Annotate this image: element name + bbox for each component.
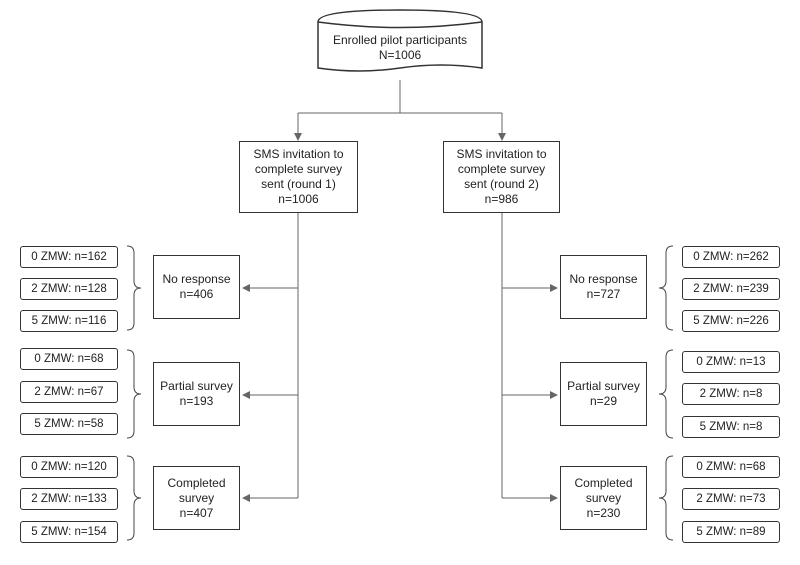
round2-no-response-label: No response	[569, 272, 638, 286]
group-label: 0 ZMW: n=162	[31, 250, 107, 263]
round1-partial-box: Partial survey n=193	[153, 362, 240, 426]
root-count: N=1006	[378, 48, 422, 62]
round1-invite-box: SMS invitation to complete survey sent (…	[239, 141, 358, 213]
group-label: 0 ZMW: n=68	[34, 352, 104, 365]
round1-invite-line2: complete survey	[254, 162, 343, 176]
round1-completed-box: Completed survey n=407	[153, 466, 240, 530]
round1-partial-group-2: 2 ZMW: n=67	[20, 381, 118, 403]
round1-completed-count: n=407	[179, 505, 214, 520]
brace-round2-no-response	[658, 245, 674, 331]
group-label: 0 ZMW: n=262	[693, 250, 769, 263]
round1-completed-label1: Completed	[167, 475, 226, 490]
group-label: 0 ZMW: n=120	[31, 460, 107, 473]
round1-no-response-label: No response	[162, 272, 231, 286]
brace-round1-no-response	[126, 245, 142, 331]
group-label: 0 ZMW: n=68	[696, 460, 766, 473]
round1-invite-line3: sent (round 1)	[261, 177, 336, 191]
round2-invite-box: SMS invitation to complete survey sent (…	[443, 141, 560, 213]
round2-partial-group-5: 5 ZMW: n=8	[682, 416, 780, 438]
group-label: 2 ZMW: n=73	[696, 492, 766, 505]
round2-no-response-group-0: 0 ZMW: n=262	[682, 246, 780, 268]
round1-partial-count: n=193	[179, 394, 214, 408]
group-label: 5 ZMW: n=89	[696, 525, 766, 538]
round2-invite-line1: SMS invitation to	[456, 147, 547, 161]
root-label: Enrolled pilot participants	[332, 33, 468, 47]
round1-no-response-group-2: 2 ZMW: n=128	[20, 278, 118, 300]
round1-partial-group-5: 5 ZMW: n=58	[20, 413, 118, 435]
round2-completed-group-5: 5 ZMW: n=89	[682, 521, 780, 543]
group-label: 0 ZMW: n=13	[696, 355, 766, 368]
root-node: Enrolled pilot participants N=1006	[318, 30, 482, 66]
group-label: 5 ZMW: n=154	[31, 525, 107, 538]
group-label: 2 ZMW: n=128	[31, 282, 107, 295]
round2-invite-line2: complete survey	[457, 162, 546, 176]
round1-no-response-group-5: 5 ZMW: n=116	[20, 310, 118, 332]
round2-completed-box: Completed survey n=230	[560, 466, 647, 530]
round2-completed-count: n=230	[586, 505, 621, 520]
round1-invite-count: n=1006	[278, 192, 319, 206]
round2-completed-label2: survey	[585, 490, 622, 505]
brace-round1-partial	[126, 349, 142, 439]
round1-partial-group-0: 0 ZMW: n=68	[20, 348, 118, 370]
round2-no-response-group-2: 2 ZMW: n=239	[682, 278, 780, 300]
round1-completed-group-2: 2 ZMW: n=133	[20, 488, 118, 510]
round2-partial-group-0: 0 ZMW: n=13	[682, 351, 780, 373]
round2-no-response-group-5: 5 ZMW: n=226	[682, 310, 780, 332]
group-label: 2 ZMW: n=67	[34, 385, 104, 398]
group-label: 5 ZMW: n=226	[693, 314, 769, 327]
round2-partial-group-2: 2 ZMW: n=8	[682, 383, 780, 405]
group-label: 5 ZMW: n=116	[31, 314, 107, 327]
round1-no-response-box: No response n=406	[153, 255, 240, 319]
round1-no-response-group-0: 0 ZMW: n=162	[20, 246, 118, 268]
round2-completed-label1: Completed	[574, 475, 633, 490]
round1-completed-group-0: 0 ZMW: n=120	[20, 456, 118, 478]
round2-completed-group-2: 2 ZMW: n=73	[682, 488, 780, 510]
brace-round2-partial	[658, 349, 674, 439]
round2-partial-count: n=29	[589, 394, 618, 408]
round1-invite-line1: SMS invitation to	[253, 147, 344, 161]
round1-no-response-count: n=406	[179, 287, 214, 301]
round1-completed-group-5: 5 ZMW: n=154	[20, 521, 118, 543]
group-label: 2 ZMW: n=8	[699, 387, 763, 400]
round2-partial-box: Partial survey n=29	[560, 362, 647, 426]
group-label: 2 ZMW: n=133	[31, 492, 107, 505]
brace-round2-completed	[658, 455, 674, 541]
round2-no-response-count: n=727	[586, 287, 621, 301]
root-node-shape	[317, 9, 483, 72]
group-label: 5 ZMW: n=8	[699, 420, 763, 433]
round2-invite-line3: sent (round 2)	[464, 177, 539, 191]
group-label: 5 ZMW: n=58	[34, 417, 104, 430]
brace-round1-completed	[126, 455, 142, 541]
group-label: 2 ZMW: n=239	[693, 282, 769, 295]
round2-partial-label: Partial survey	[567, 379, 640, 393]
round1-partial-label: Partial survey	[160, 379, 233, 393]
round2-invite-count: n=986	[484, 192, 519, 206]
round2-no-response-box: No response n=727	[560, 255, 647, 319]
round1-completed-label2: survey	[178, 490, 215, 505]
round2-completed-group-0: 0 ZMW: n=68	[682, 456, 780, 478]
